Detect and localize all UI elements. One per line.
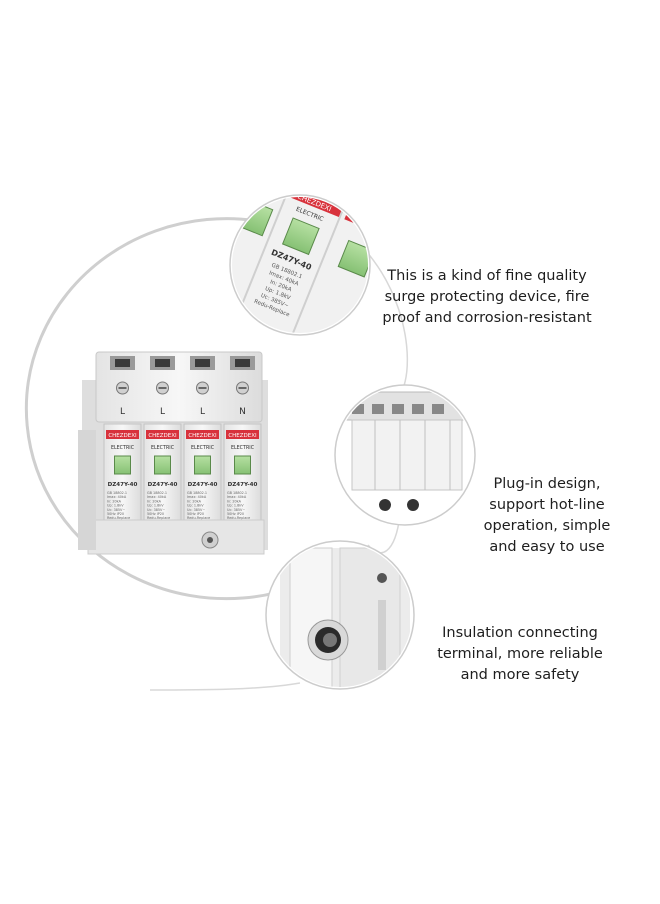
status-window bbox=[194, 455, 211, 475]
status-window bbox=[114, 455, 131, 475]
brand-strip bbox=[186, 430, 219, 439]
brand-text: CHEZDEXI bbox=[188, 433, 217, 439]
brand-strip bbox=[226, 430, 259, 439]
spec-text: Imax: 40kA bbox=[227, 495, 247, 499]
spec-text: Up: 1.8kV bbox=[107, 504, 124, 508]
spec-text: Up: 1.8kV bbox=[227, 504, 244, 508]
sub-brand-text: ELECTRIC bbox=[191, 445, 215, 451]
spec-text: Up: 1.8kV bbox=[187, 504, 204, 508]
terminal-hole bbox=[235, 359, 250, 367]
spec-text: 50Hz IP20 bbox=[147, 512, 164, 516]
spec-text: 50Hz IP20 bbox=[227, 512, 244, 516]
spec-text: In: 20kA bbox=[187, 499, 202, 503]
feature-caption-terminal: Insulation connecting terminal, more rel… bbox=[437, 625, 603, 683]
model-text: DZ47Y-40 bbox=[188, 482, 218, 488]
spec-text: Redu-Replace bbox=[227, 516, 250, 520]
spec-text: 50Hz IP20 bbox=[187, 512, 204, 516]
status-window bbox=[234, 455, 251, 475]
spec-text: Imax: 40kA bbox=[147, 495, 167, 499]
terminal-hole bbox=[115, 359, 130, 367]
spec-text: GB 18802.1 bbox=[107, 491, 127, 495]
pole-module bbox=[223, 423, 262, 525]
pole-label: L bbox=[160, 407, 165, 417]
terminal-hole bbox=[155, 359, 170, 367]
spec-text: Imax: 40kA bbox=[187, 495, 207, 499]
sub-brand-text: ELECTRIC bbox=[111, 445, 135, 451]
spec-text: GB 18802.1 bbox=[187, 491, 207, 495]
spec-text: 50Hz IP20 bbox=[107, 512, 124, 516]
model-text: DZ47Y-40 bbox=[228, 482, 258, 488]
detail-circle-plugin bbox=[334, 384, 476, 526]
sub-brand-text: ELECTRIC bbox=[231, 445, 255, 451]
detail-circle-terminal bbox=[265, 540, 415, 690]
spec-text: Up: 1.8kV bbox=[147, 504, 164, 508]
spec-text: GB 18802.1 bbox=[147, 491, 167, 495]
spec-text: Imax: 40kA bbox=[107, 495, 127, 499]
spec-text: In: 20kA bbox=[227, 499, 242, 503]
pole-label: L bbox=[200, 407, 205, 417]
pole-label: L bbox=[120, 407, 125, 417]
spec-text: Uc: 385V~ bbox=[227, 508, 245, 512]
spec-text: Uc: 385V~ bbox=[187, 508, 205, 512]
background-arc bbox=[24, 217, 333, 601]
brand-text: CHEZDEXI bbox=[108, 433, 137, 439]
spec-text: Redu-Replace bbox=[147, 516, 170, 520]
brand-strip bbox=[146, 430, 179, 439]
spec-text: Redu-Replace bbox=[107, 516, 130, 520]
feature-caption-plugin: Plug-in design, support hot-line operati… bbox=[483, 476, 611, 555]
spec-text: In: 20kA bbox=[107, 499, 122, 503]
brand-text: CHEZDEXI bbox=[228, 433, 257, 439]
brand-text: CHEZDEXI bbox=[148, 433, 177, 439]
feature-caption-quality: This is a kind of fine quality surge pro… bbox=[382, 268, 592, 326]
spec-text: GB 18802.1 bbox=[227, 491, 247, 495]
model-text: DZ47Y-40 bbox=[148, 482, 178, 488]
spec-text: In: 20kA bbox=[147, 499, 162, 503]
pole-label: N bbox=[239, 407, 246, 417]
spec-text: Uc: 385V~ bbox=[107, 508, 125, 512]
spec-text: Uc: 385V~ bbox=[147, 508, 165, 512]
model-text: DZ47Y-40 bbox=[108, 482, 138, 488]
sub-brand-text: ELECTRIC bbox=[151, 445, 175, 451]
terminal-hole bbox=[195, 359, 210, 367]
spec-text: Redu-Replace bbox=[187, 516, 210, 520]
status-window bbox=[154, 455, 171, 475]
brand-strip bbox=[106, 430, 139, 439]
